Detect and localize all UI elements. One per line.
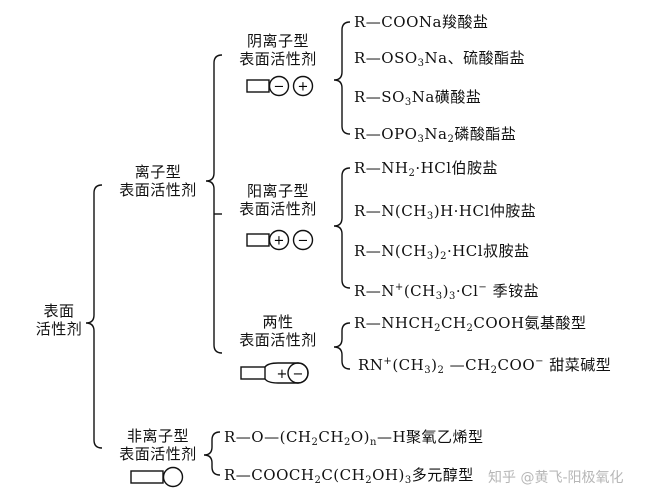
anionic-label-line2: 表面活性剂: [239, 50, 317, 68]
anionic-item-4-name: 磷酸酯盐: [454, 125, 517, 143]
surfactant-cationic-icon: + −: [246, 229, 314, 251]
surfactant-nonionic-icon: [130, 466, 184, 488]
cationic-minus-sign: −: [298, 234, 309, 249]
cationic-item-4: R—N+(CH3)3·Cl− 季铵盐: [354, 282, 540, 302]
anionic-item-3: R—SO3Na磺酸盐: [354, 88, 482, 108]
anionic-bracket: [333, 21, 351, 135]
amphoteric-bracket: [333, 322, 351, 370]
cationic-bracket: [333, 167, 351, 289]
cationic-item-2: R—N(CH3)H·HCl仲胺盐: [354, 202, 537, 222]
ionic-label-line1: 离子型: [134, 163, 182, 181]
nonionic-label: 非离子型 表面活性剂: [104, 427, 212, 463]
anionic-minus-sign: −: [274, 80, 285, 95]
amphoteric-plus-sign: +: [277, 367, 288, 382]
cationic-plus-sign: +: [274, 234, 285, 249]
cationic-item-3-name: 叔胺盐: [483, 242, 530, 260]
anionic-label: 阴离子型 表面活性剂: [226, 32, 330, 68]
anionic-item-4: R—OPO3Na2磷酸酯盐: [354, 125, 517, 145]
nonionic-bracket: [203, 431, 221, 476]
amphoteric-label-line1: 两性: [262, 313, 294, 331]
ionic-bracket: [205, 54, 223, 354]
root-bracket: [85, 184, 103, 449]
root-label-line1: 表面: [43, 302, 75, 320]
amphoteric-minus-sign: −: [293, 367, 304, 382]
amphoteric-label: 两性 表面活性剂: [226, 313, 330, 349]
root-label: 表面 活性剂: [32, 302, 86, 338]
cationic-item-1-name: 伯胺盐: [451, 159, 499, 177]
amphoteric-item-2-name: 甜菜碱型: [549, 356, 612, 374]
amphoteric-label-line2: 表面活性剂: [239, 331, 317, 349]
nonionic-item-2-name: 多元醇型: [411, 466, 474, 484]
root-label-line2: 活性剂: [35, 320, 83, 338]
anionic-label-line1: 阴离子型: [246, 32, 309, 50]
amphoteric-item-1: R—NHCH2CH2COOH氨基酸型: [354, 314, 587, 334]
nonionic-item-2: R—COOCH2C(CH2OH)3多元醇型: [224, 466, 474, 486]
anionic-item-2-name: 、硫酸酯盐: [447, 49, 526, 67]
cationic-label-line1: 阳离子型: [246, 182, 309, 200]
amphoteric-item-2: RN+(CH3)2 —CH2COO− 甜菜碱型: [358, 356, 612, 376]
nonionic-item-1: R—O—(CH2CH2O)n—H聚氧乙烯型: [224, 428, 484, 448]
anionic-item-2: R—OSO3Na、硫酸酯盐: [354, 49, 526, 69]
amphoteric-item-1-name: 氨基酸型: [524, 314, 587, 332]
cationic-label: 阳离子型 表面活性剂: [226, 182, 330, 218]
cationic-item-3: R—N(CH3)2·HCl叔胺盐: [354, 242, 530, 262]
surfactant-anionic-icon: − +: [246, 75, 314, 97]
watermark: 知乎 @黄飞-阳极氧化: [488, 470, 624, 486]
nonionic-label-line1: 非离子型: [126, 427, 189, 445]
cationic-item-4-name: 季铵盐: [492, 282, 540, 300]
nonionic-label-line2: 表面活性剂: [119, 445, 197, 463]
cationic-label-line2: 表面活性剂: [239, 200, 317, 218]
anionic-item-3-name: 磺酸盐: [434, 88, 482, 106]
anionic-plus-sign: +: [298, 80, 309, 95]
surfactant-amphoteric-icon: + −: [240, 362, 309, 384]
nonionic-item-1-name: 聚氧乙烯型: [406, 428, 484, 446]
cationic-item-2-name: 仲胺盐: [489, 202, 537, 220]
anionic-item-1: R—COONa羧酸盐: [354, 13, 489, 31]
cationic-item-1: R—NH2·HCl伯胺盐: [354, 159, 499, 179]
anionic-item-1-name: 羧酸盐: [441, 13, 489, 31]
ionic-label: 离子型 表面活性剂: [104, 163, 212, 199]
ionic-label-line2: 表面活性剂: [119, 181, 197, 199]
